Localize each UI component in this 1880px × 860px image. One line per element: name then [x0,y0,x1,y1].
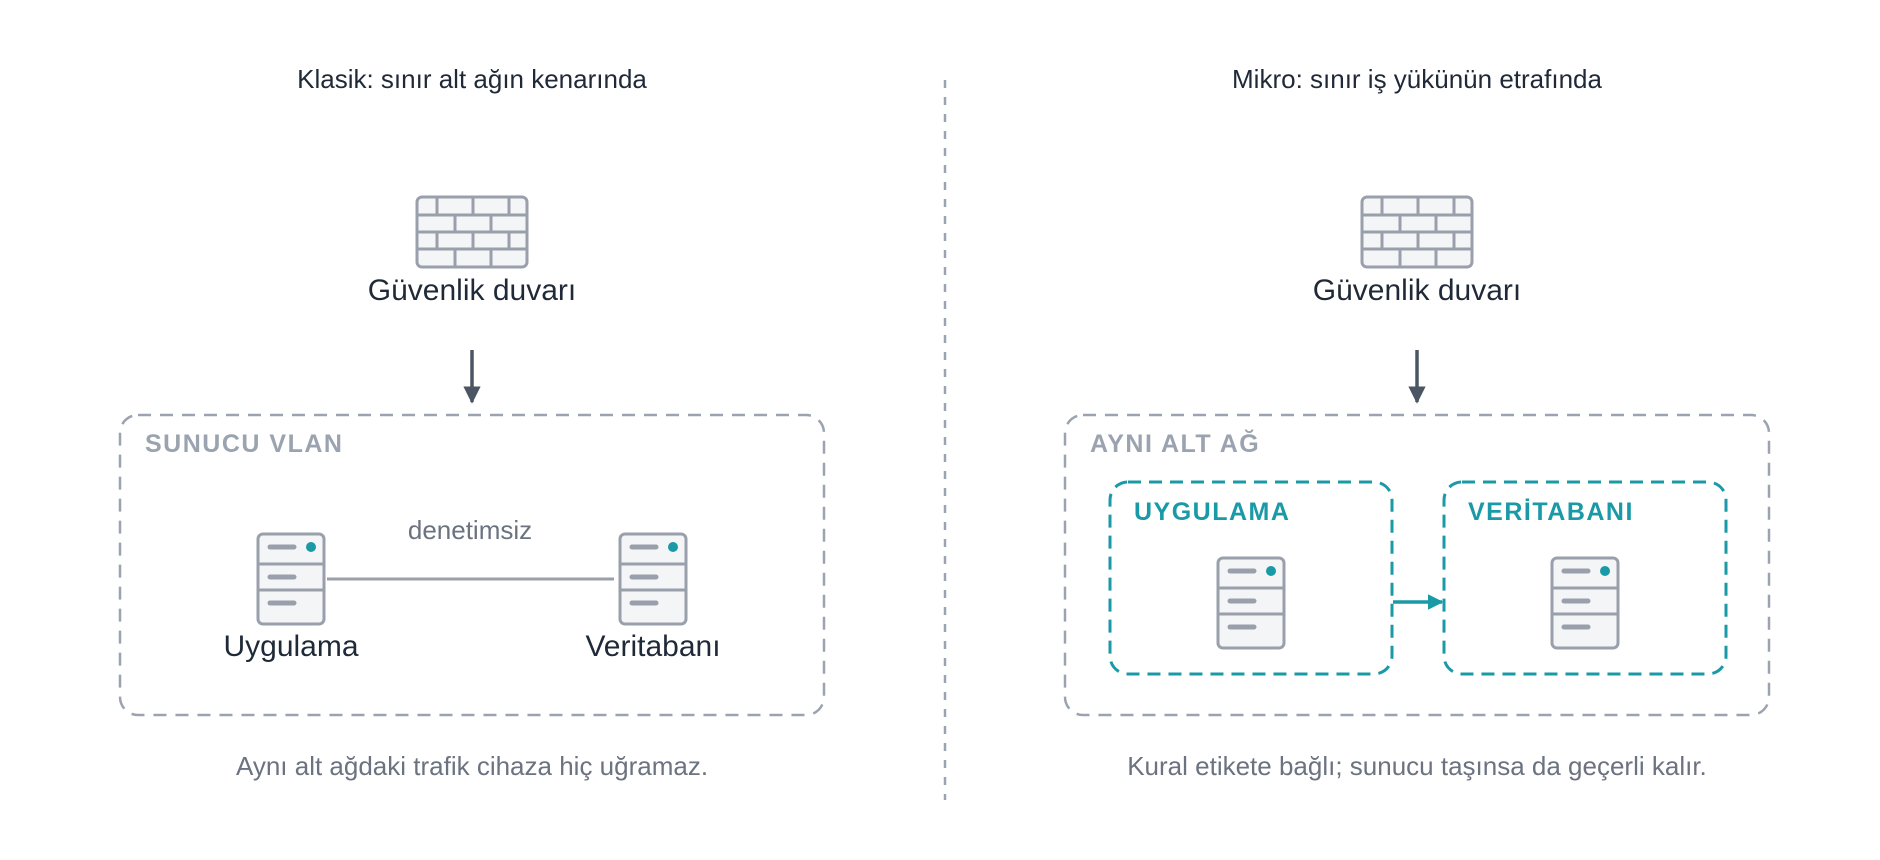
same-subnet-zone [1063,413,1771,717]
db-segment-label: VERİTABANI [1468,498,1634,526]
server-icon [1552,558,1618,648]
app-segment-label: UYGULAMA [1134,498,1290,526]
server-icon [620,534,686,624]
micro-panel: Mikro: sınır iş yükünün etrafında Güvenl… [1063,64,1771,781]
classic-db-label: Veritabanı [585,630,720,663]
db-segment [1442,480,1728,676]
classic-firewall-label: Güvenlik duvarı [368,274,576,307]
micro-title: Mikro: sınır iş yükünün etrafında [1232,64,1602,94]
server-icon [258,534,324,624]
same-subnet-label: AYNI ALT AĞ [1090,429,1260,458]
micro-caption: Kural etikete bağlı; sunucu taşınsa da g… [1127,751,1707,781]
unaudited-link-label: denetimsiz [408,515,532,545]
server-vlan-label: SUNUCU VLAN [145,430,343,458]
classic-app-label: Uygulama [223,630,358,663]
brick-wall-icon [1360,195,1474,269]
brick-wall-icon [415,195,529,269]
server-vlan-zone [118,413,826,717]
micro-firewall-label: Güvenlik duvarı [1313,274,1521,307]
classic-caption: Aynı alt ağdaki trafik cihaza hiç uğrama… [236,751,708,781]
classic-panel: Klasik: sınır alt ağın kenarında Güvenli… [118,64,826,781]
classic-title: Klasik: sınır alt ağın kenarında [297,64,647,94]
app-segment [1108,480,1394,676]
server-icon [1218,558,1284,648]
